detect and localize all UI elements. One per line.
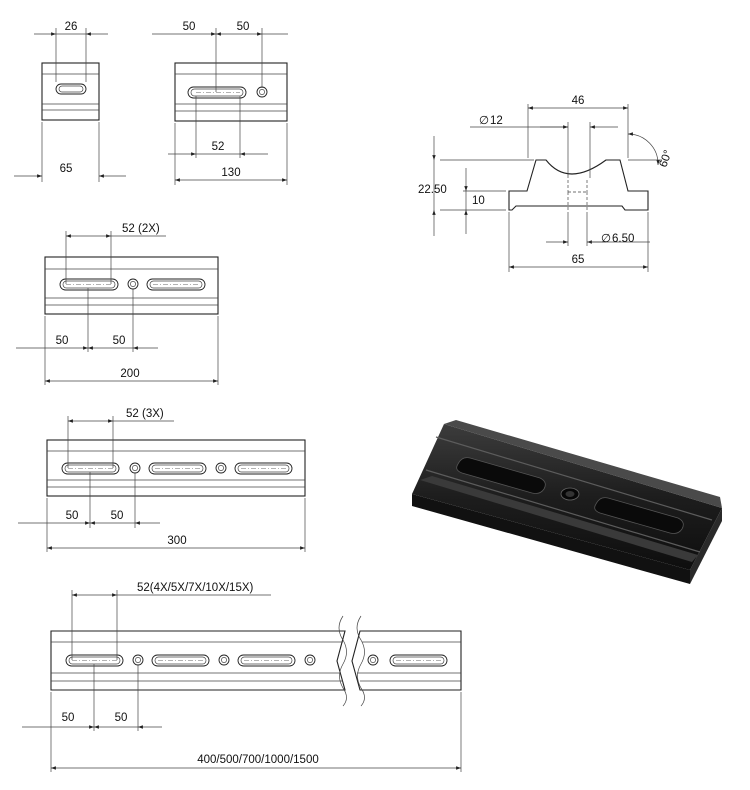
block-130-body (174, 62, 288, 122)
profile-bore-dim: 12 (490, 115, 503, 127)
profile-bore-dia-symbol: ∅ (479, 115, 489, 127)
rail-long-length-dim: 400/500/700/1000/1500 (197, 754, 319, 766)
rail-200-body (44, 256, 219, 315)
rail-long-spacing-a: 50 (62, 712, 75, 724)
rail-long-pitch-dim: 52(4X/5X/7X/10X/15X) (137, 582, 254, 594)
rail-200-length-dim: 200 (120, 368, 139, 380)
block-130-length-dim: 130 (221, 167, 240, 179)
rail-200-spacing-b: 50 (113, 335, 126, 347)
rail-3d-slot-left (456, 457, 546, 494)
block-130-slot (187, 86, 247, 99)
end-view: 26 65 (14, 21, 126, 182)
rail-200-pitch-dim: 52 (2X) (122, 223, 160, 235)
profile-hole-dim: 6.50 (612, 233, 634, 245)
profile-base-width-dim: 65 (572, 254, 585, 266)
rail-long-spacing-b: 50 (115, 712, 128, 724)
rail-3d-slot-right (594, 497, 684, 534)
block-130-spacing-a: 50 (183, 21, 196, 33)
block-130-pitch-dim: 52 (212, 141, 225, 153)
rail-3d-render (412, 420, 722, 584)
profile-outline (508, 159, 649, 211)
rail-200-spacing-a: 50 (56, 335, 69, 347)
block-130-spacing-b: 50 (237, 21, 250, 33)
top-view-130: 50 50 52 130 (152, 21, 288, 185)
rail-300-pitch-dim: 52 (3X) (126, 408, 164, 420)
rail-3d-end-face (690, 508, 722, 584)
rail-200-view: 52 (2X) 50 50 200 (16, 223, 219, 385)
rail-300-view: 52 (3X) 50 50 300 (18, 408, 306, 552)
end-view-width-dim: 65 (60, 163, 73, 175)
profile-top-width-dim: 46 (572, 95, 585, 107)
profile-angle-dim: 60° (658, 149, 675, 169)
rail-300-length-dim: 300 (167, 535, 186, 547)
rail-long-view: 52(4X/5X/7X/10X/15X) 50 50 400/500/700/1… (22, 582, 462, 772)
rail-300-spacing-b: 50 (111, 510, 124, 522)
profile-base-height-dim: 10 (472, 195, 485, 207)
end-view-body (41, 62, 100, 121)
rail-300-spacing-a: 50 (66, 510, 79, 522)
profile-view: 46 ∅ 12 60° 22.50 10 ∅ 6.50 (418, 95, 675, 272)
profile-hole-dia-symbol: ∅ (601, 233, 611, 245)
rail-300-body (46, 439, 306, 497)
profile-total-height-dim: 22.50 (418, 184, 447, 196)
rail-3d-front-face (412, 494, 690, 584)
end-view-slot-dim: 26 (65, 21, 78, 33)
end-view-slot (55, 83, 87, 95)
